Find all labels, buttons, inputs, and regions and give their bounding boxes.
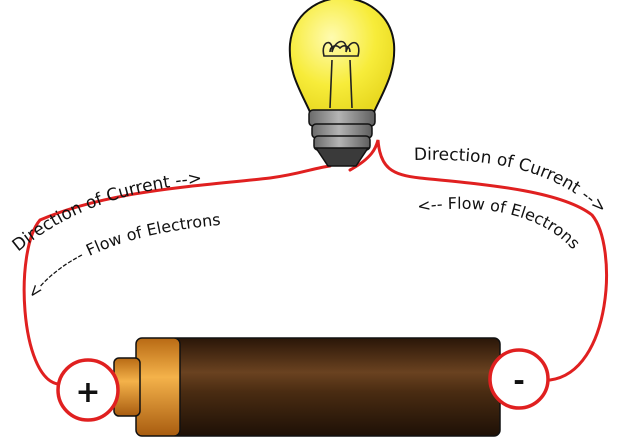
bulb-base <box>308 109 376 167</box>
light-bulb <box>288 0 396 167</box>
negative-terminal: - <box>488 348 550 410</box>
positive-terminal: + <box>56 358 120 422</box>
battery <box>113 337 501 437</box>
wire-left <box>22 164 332 386</box>
positive-terminal-label: + <box>75 375 100 410</box>
wire-right <box>348 139 608 382</box>
bulb-filament <box>322 40 360 109</box>
negative-terminal-label: - <box>513 364 525 397</box>
battery-cap <box>135 337 181 437</box>
circuit-wire <box>22 139 608 386</box>
battery-body <box>169 337 501 437</box>
right-electrons-label: <-- Flow of Electrons <box>416 194 584 253</box>
